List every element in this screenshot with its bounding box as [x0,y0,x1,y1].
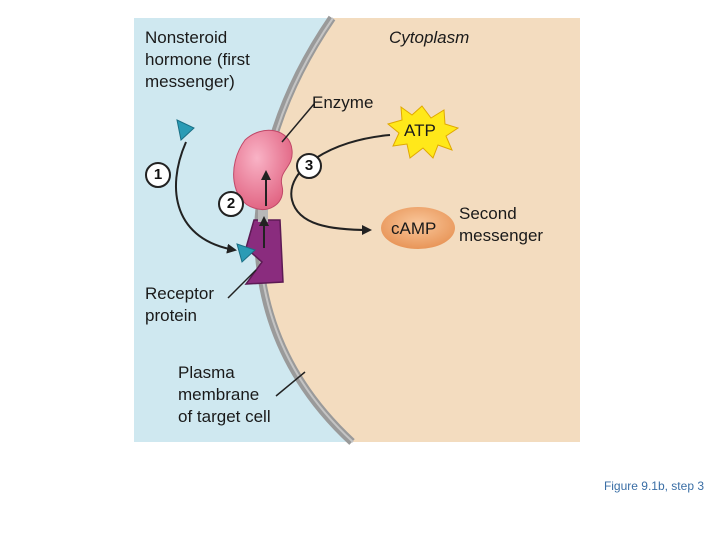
second-messenger-line2: messenger [459,226,544,245]
cytoplasm-label: Cytoplasm [389,28,470,47]
receptor-protein-label: Receptor protein [145,283,214,327]
receptor-label-line2: protein [145,306,197,325]
enzyme-leader-line [281,103,315,143]
step-2-badge: 2 [218,191,244,217]
membrane-label-line1: Plasma [178,363,235,382]
enzyme-shape [233,129,293,210]
second-messenger-line1: Second [459,204,517,223]
membrane-label-line3: of target cell [178,407,271,426]
bound-hormone-icon [236,243,256,263]
atp-label: ATP [404,121,436,140]
step-3-arrow [290,134,391,235]
receptor-leader-line [227,269,257,299]
plasma-membrane-label: Plasma membrane of target cell [178,362,271,428]
receptor-label-line1: Receptor [145,284,214,303]
hormone-label-line1: Nonsteroid [145,28,228,47]
g-protein-link [258,206,268,222]
step-1-arrow [174,141,237,254]
camp-molecule [381,207,455,249]
membrane-leader-line [275,371,306,397]
hormone-label-line3: messenger) [145,72,235,91]
hormone-icon [176,119,195,141]
camp-label: cAMP [391,219,437,238]
atp-burst [386,105,460,159]
step-1-badge: 1 [145,162,171,188]
figure-caption: Figure 9.1b, step 3 [603,479,704,493]
enzyme-label: Enzyme [312,93,374,112]
step-3-badge: 3 [296,153,322,179]
membrane-label-line2: membrane [178,385,260,404]
hormone-label: Nonsteroid hormone (first messenger) [145,27,250,93]
second-messenger-label: Second messenger [459,203,543,247]
hormone-label-line2: hormone (first [145,50,250,69]
